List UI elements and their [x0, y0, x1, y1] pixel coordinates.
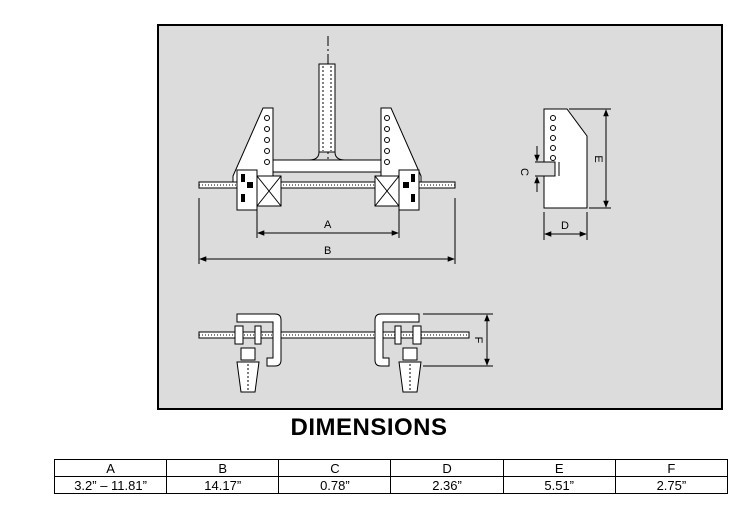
header-cell-f: F	[614, 459, 729, 477]
hole	[550, 115, 556, 121]
hole	[264, 148, 270, 154]
hole	[550, 155, 556, 161]
bracket-holes	[264, 115, 390, 165]
hole	[550, 125, 556, 131]
dimension-b	[198, 198, 456, 264]
side-plate-holes	[550, 115, 556, 161]
value-cell-e: 5.51”	[502, 476, 616, 494]
hole	[384, 159, 390, 165]
dimension-a-label: A	[324, 219, 332, 231]
header-cell-a: A	[53, 459, 168, 477]
dimensions-table: A B C D E F 3.2” – 11.81” 14.17” 0.78” 2…	[53, 459, 729, 494]
dimension-d-label: D	[561, 220, 569, 232]
hole	[384, 126, 390, 132]
dimension-c	[534, 146, 544, 192]
hole	[550, 145, 556, 151]
page-title: DIMENSIONS	[290, 414, 448, 441]
front-view	[198, 36, 456, 211]
value-cell-c: 0.78”	[278, 476, 392, 494]
dimension-c-label: C	[518, 168, 530, 176]
dimension-b-label: B	[324, 245, 331, 257]
hole	[550, 135, 556, 141]
header-cell-b: B	[166, 459, 280, 477]
top-view	[198, 313, 470, 393]
value-cell-d: 2.36”	[390, 476, 504, 494]
hole	[384, 115, 390, 121]
value-cell-f: 2.75”	[614, 476, 729, 494]
hole	[264, 159, 270, 165]
hole	[264, 115, 270, 121]
dimension-d	[543, 212, 588, 240]
header-cell-d: D	[390, 459, 504, 477]
dimension-f	[423, 313, 493, 367]
technical-drawing: A B C D	[157, 24, 723, 410]
dimension-e	[569, 108, 611, 209]
header-cell-e: E	[502, 459, 616, 477]
hole	[384, 148, 390, 154]
value-cell-b: 14.17”	[166, 476, 280, 494]
dimension-a	[256, 210, 400, 238]
table-value-row: 3.2” – 11.81” 14.17” 0.78” 2.36” 5.51” 2…	[53, 476, 729, 494]
clamp-hardware	[241, 174, 415, 202]
header-cell-c: C	[278, 459, 392, 477]
dimension-e-label: E	[592, 155, 604, 162]
value-cell-a: 3.2” – 11.81”	[53, 476, 168, 494]
hole	[264, 137, 270, 143]
side-view	[543, 108, 588, 209]
hole	[384, 137, 390, 143]
dimension-f-label: F	[472, 337, 484, 344]
table-header-row: A B C D E F	[53, 459, 729, 477]
hole	[264, 126, 270, 132]
